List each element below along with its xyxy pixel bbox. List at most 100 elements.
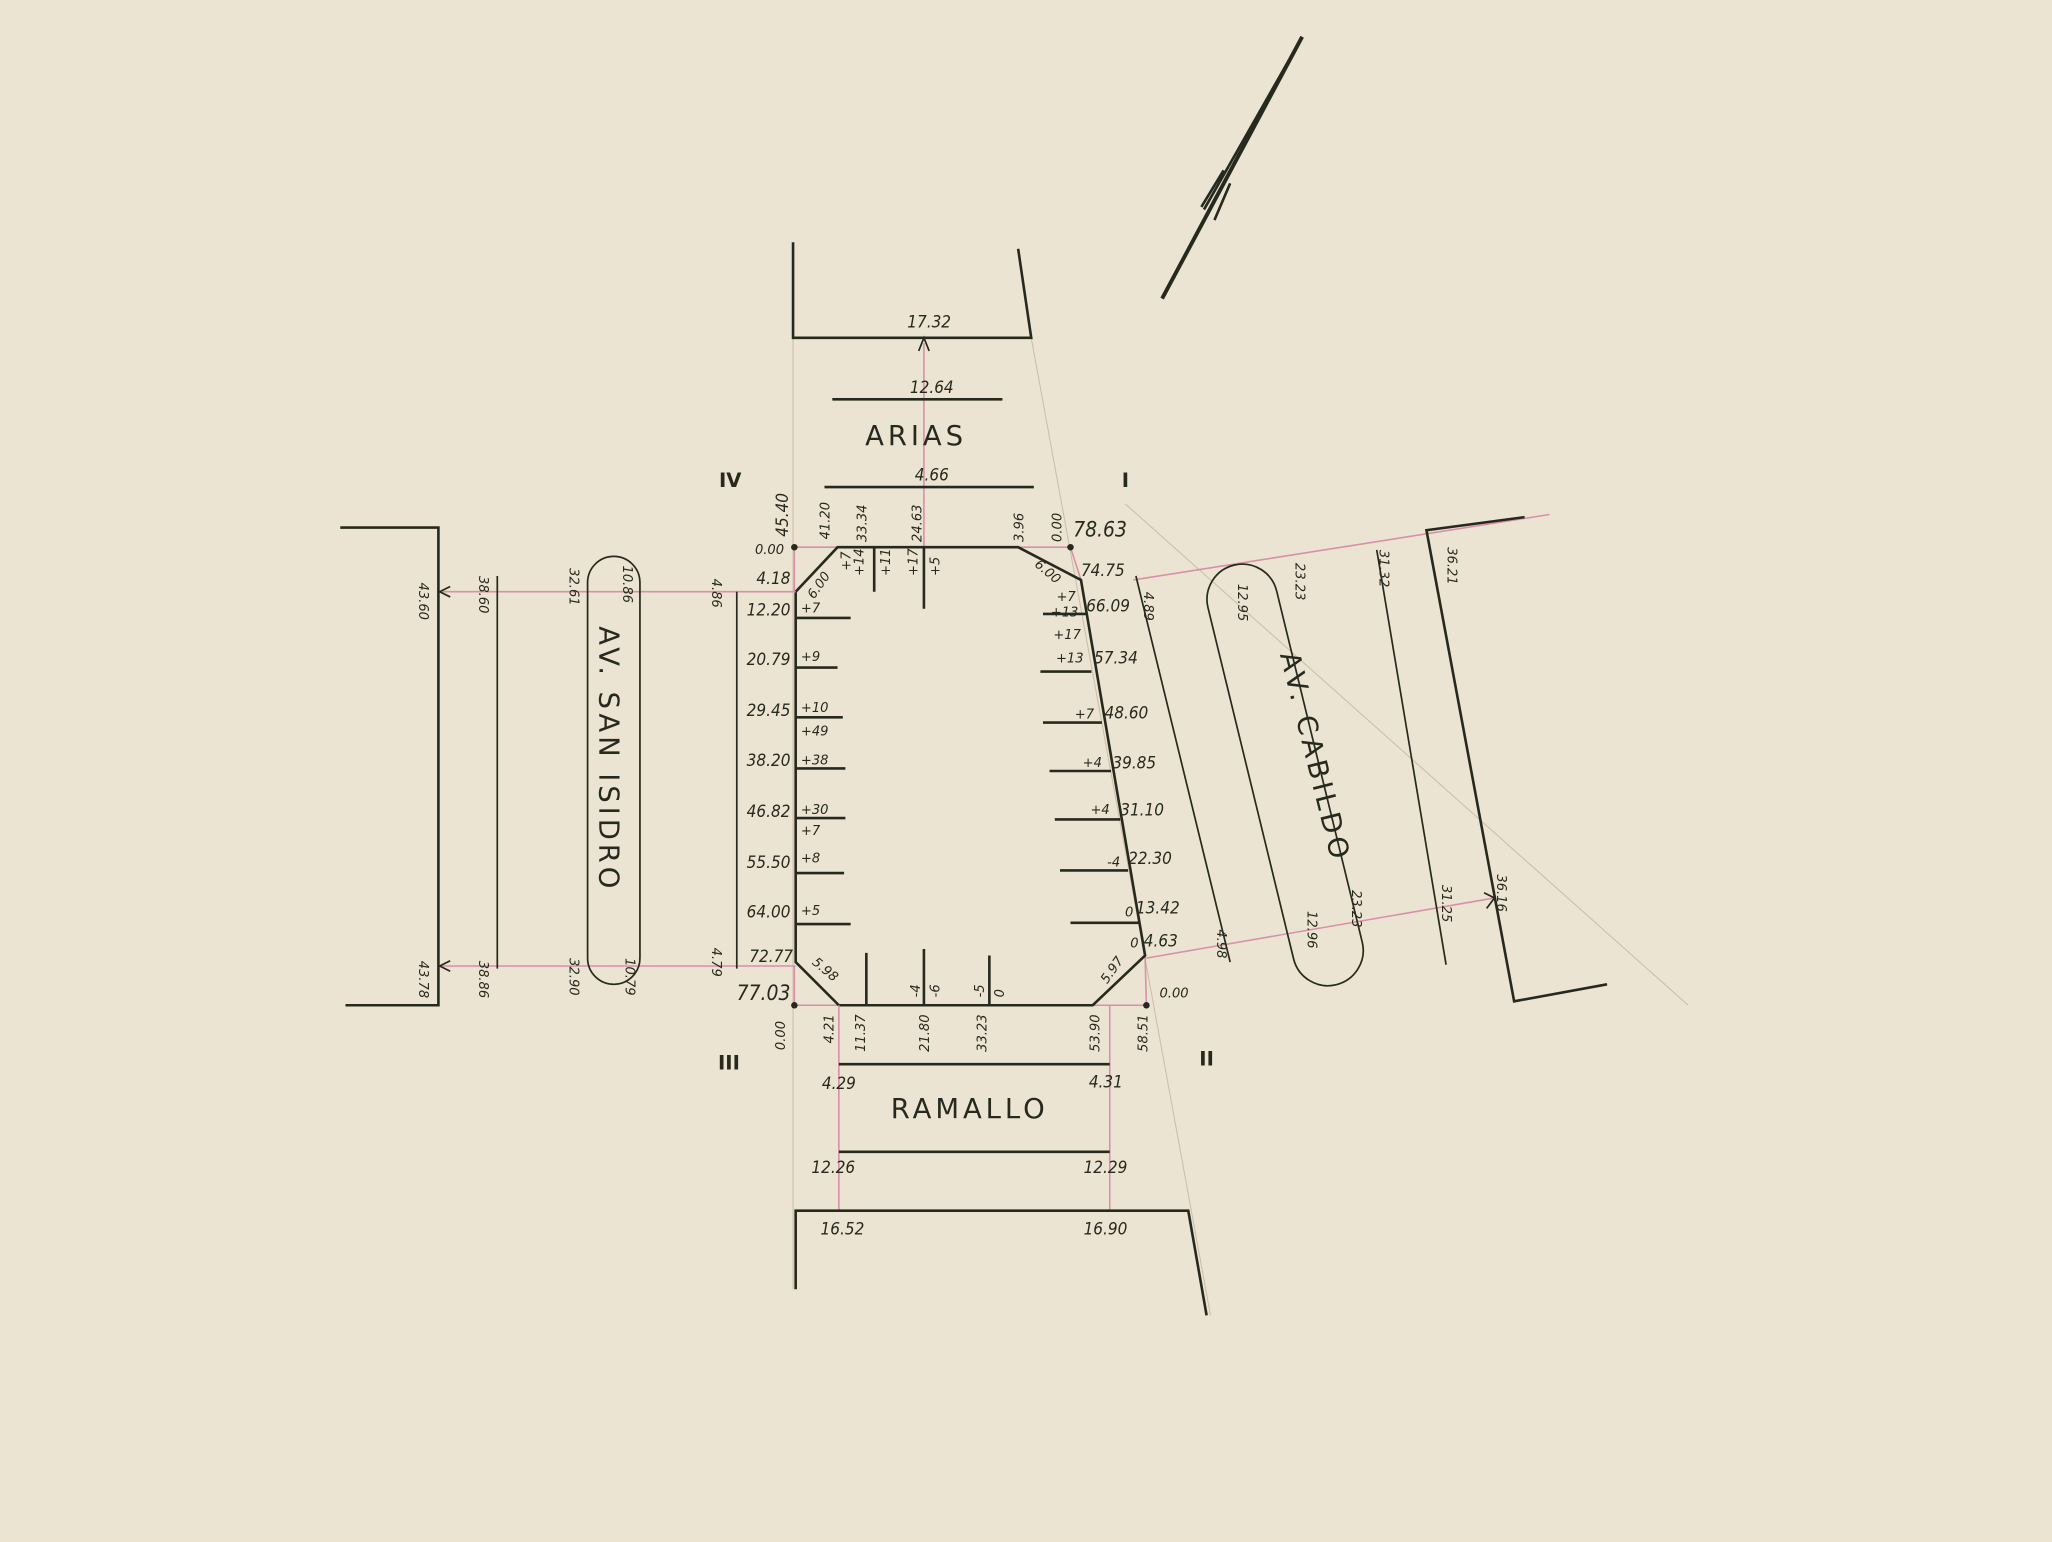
cabildo-bottom-label: 23.23: [1348, 890, 1363, 927]
station-label: 21.80: [918, 1014, 933, 1051]
offset-label: +4: [1083, 756, 1102, 771]
offset-label: +17: [906, 548, 921, 576]
ramallo-inner-right: 4.31: [1089, 1073, 1123, 1093]
station-label: 4.18: [756, 569, 790, 589]
station-label: 66.09: [1086, 596, 1130, 616]
offset-label: -6: [929, 984, 944, 997]
north-arrow-icon: [1160, 35, 1304, 300]
quadrant-ii: II: [1199, 1047, 1214, 1070]
station-label: 4.63: [1144, 931, 1178, 951]
ramallo-outer-left: 16.52: [821, 1219, 865, 1239]
station-label: 78.63: [1073, 518, 1127, 542]
cabildo-top-label: 31.32: [1375, 550, 1390, 587]
san-isidro-top-label: 43.60: [415, 583, 430, 620]
station-label: 0.00: [774, 1021, 789, 1050]
station-label: 29.45: [747, 701, 791, 721]
ramallo-street: 4.29 4.31 RAMALLO 12.26 12.29 16.52 16.9…: [794, 1005, 1208, 1316]
street-name-arias: ARIAS: [865, 420, 967, 452]
cabildo-top-label: 23.23: [1292, 563, 1307, 600]
station-label: 72.77: [749, 947, 793, 967]
san-isidro-top-label: 32.61: [565, 568, 580, 605]
station-label: 0.00: [1050, 513, 1065, 542]
station-label: 57.34: [1094, 649, 1138, 669]
offset-label: +13: [1051, 606, 1079, 621]
cabildo-bottom-label: 12.96: [1303, 911, 1318, 948]
cabildo-bottom-label: 36.16: [1493, 874, 1508, 911]
station-label: 55.50: [747, 853, 791, 873]
station-label: 38.20: [747, 751, 791, 771]
ramallo-mid-left: 12.26: [811, 1158, 855, 1178]
san-isidro-top-label: 4.86: [708, 579, 723, 608]
station-label: 48.60: [1105, 704, 1149, 724]
offset-label: +17: [1053, 628, 1081, 643]
arias-outer-width: 17.32: [907, 312, 951, 332]
station-label: 41.20: [819, 502, 834, 539]
arias-street: 17.32 12.64 ARIAS 4.66: [791, 242, 1034, 548]
intersection-curb-outline: [791, 543, 1150, 1009]
station-label: 11.37: [854, 1014, 869, 1052]
cabildo-top-label: 12.95: [1234, 584, 1249, 621]
station-label: 33.23: [976, 1014, 991, 1051]
right-edge-stations: 74.75 66.09 57.34 48.60 39.85 31.10 22.3…: [1051, 561, 1189, 1001]
station-label: 33.34: [855, 505, 870, 542]
san-isidro-avenue: AV. SAN ISIDRO 43.60 38.60 32.61 10.86 4…: [340, 526, 796, 1007]
station-label: 3.96: [1012, 513, 1027, 542]
cabildo-top-label: 36.21: [1443, 547, 1458, 584]
station-label: 22.30: [1128, 849, 1172, 869]
bottom-edge-stations: 0.00 4.21 11.37 21.80 33.23 53.90 58.51 …: [774, 984, 1152, 1052]
station-label: 13.42: [1136, 899, 1180, 919]
offset-label: +49: [801, 725, 829, 740]
station-label: 20.79: [747, 650, 791, 670]
quadrant-iii: III: [718, 1051, 740, 1074]
arias-inner-width: 4.66: [915, 465, 949, 485]
offset-label: +14: [853, 548, 868, 576]
offset-label: +11: [879, 548, 894, 576]
san-isidro-bottom-label: 4.79: [708, 948, 723, 977]
san-isidro-bottom-label: 32.90: [565, 958, 580, 995]
offset-label: +8: [801, 852, 820, 867]
offset-label: +4: [1090, 803, 1109, 818]
station-label: 4.21: [823, 1014, 838, 1043]
station-label: 45.40: [773, 493, 793, 537]
offset-label: -4: [909, 984, 924, 997]
cabildo-top-label: 4.89: [1140, 592, 1155, 621]
ramallo-outer-right: 16.90: [1084, 1219, 1128, 1239]
san-isidro-top-label: 10.86: [619, 566, 634, 603]
arias-mid-width: 12.64: [910, 378, 954, 398]
offset-label: +13: [1056, 651, 1084, 666]
offset-label: +7: [801, 824, 821, 839]
construction-line: [792, 337, 1689, 1316]
offset-label: 0: [993, 989, 1008, 997]
station-label: 39.85: [1112, 753, 1156, 773]
cabildo-bottom-label: 31.25: [1438, 885, 1453, 922]
offset-label: +7: [1075, 708, 1095, 723]
station-label: 12.20: [747, 600, 791, 620]
station-label: 0.00: [1159, 986, 1188, 1001]
station-label: 64.00: [747, 903, 791, 923]
offset-label: 0: [1125, 905, 1133, 920]
offset-label: +38: [801, 753, 829, 768]
cabildo-bottom-label: 4.98: [1213, 929, 1228, 958]
station-label: 46.82: [747, 802, 791, 822]
offset-label: +9: [801, 650, 820, 665]
offset-label: -5: [973, 984, 988, 997]
offset-label: +7: [1056, 590, 1076, 605]
station-label: 58.51: [1137, 1014, 1152, 1051]
ramallo-mid-right: 12.29: [1084, 1158, 1128, 1178]
offset-label: +30: [801, 803, 829, 818]
station-label: 31.10: [1120, 800, 1164, 820]
offset-label: +7: [840, 551, 855, 571]
street-name-san-isidro: AV. SAN ISIDRO: [592, 626, 624, 892]
station-label: 53.90: [1088, 1014, 1103, 1051]
san-isidro-bottom-label: 10.79: [622, 958, 637, 995]
station-label: 0.00: [755, 543, 784, 558]
station-label: 74.75: [1081, 561, 1125, 581]
quadrant-iv: IV: [719, 469, 742, 492]
station-label: 24.63: [910, 505, 925, 542]
ramallo-inner-left: 4.29: [822, 1074, 856, 1094]
offset-label: 0: [1130, 937, 1138, 952]
station-label: 77.03: [737, 981, 791, 1005]
offset-label: +7: [801, 602, 821, 617]
